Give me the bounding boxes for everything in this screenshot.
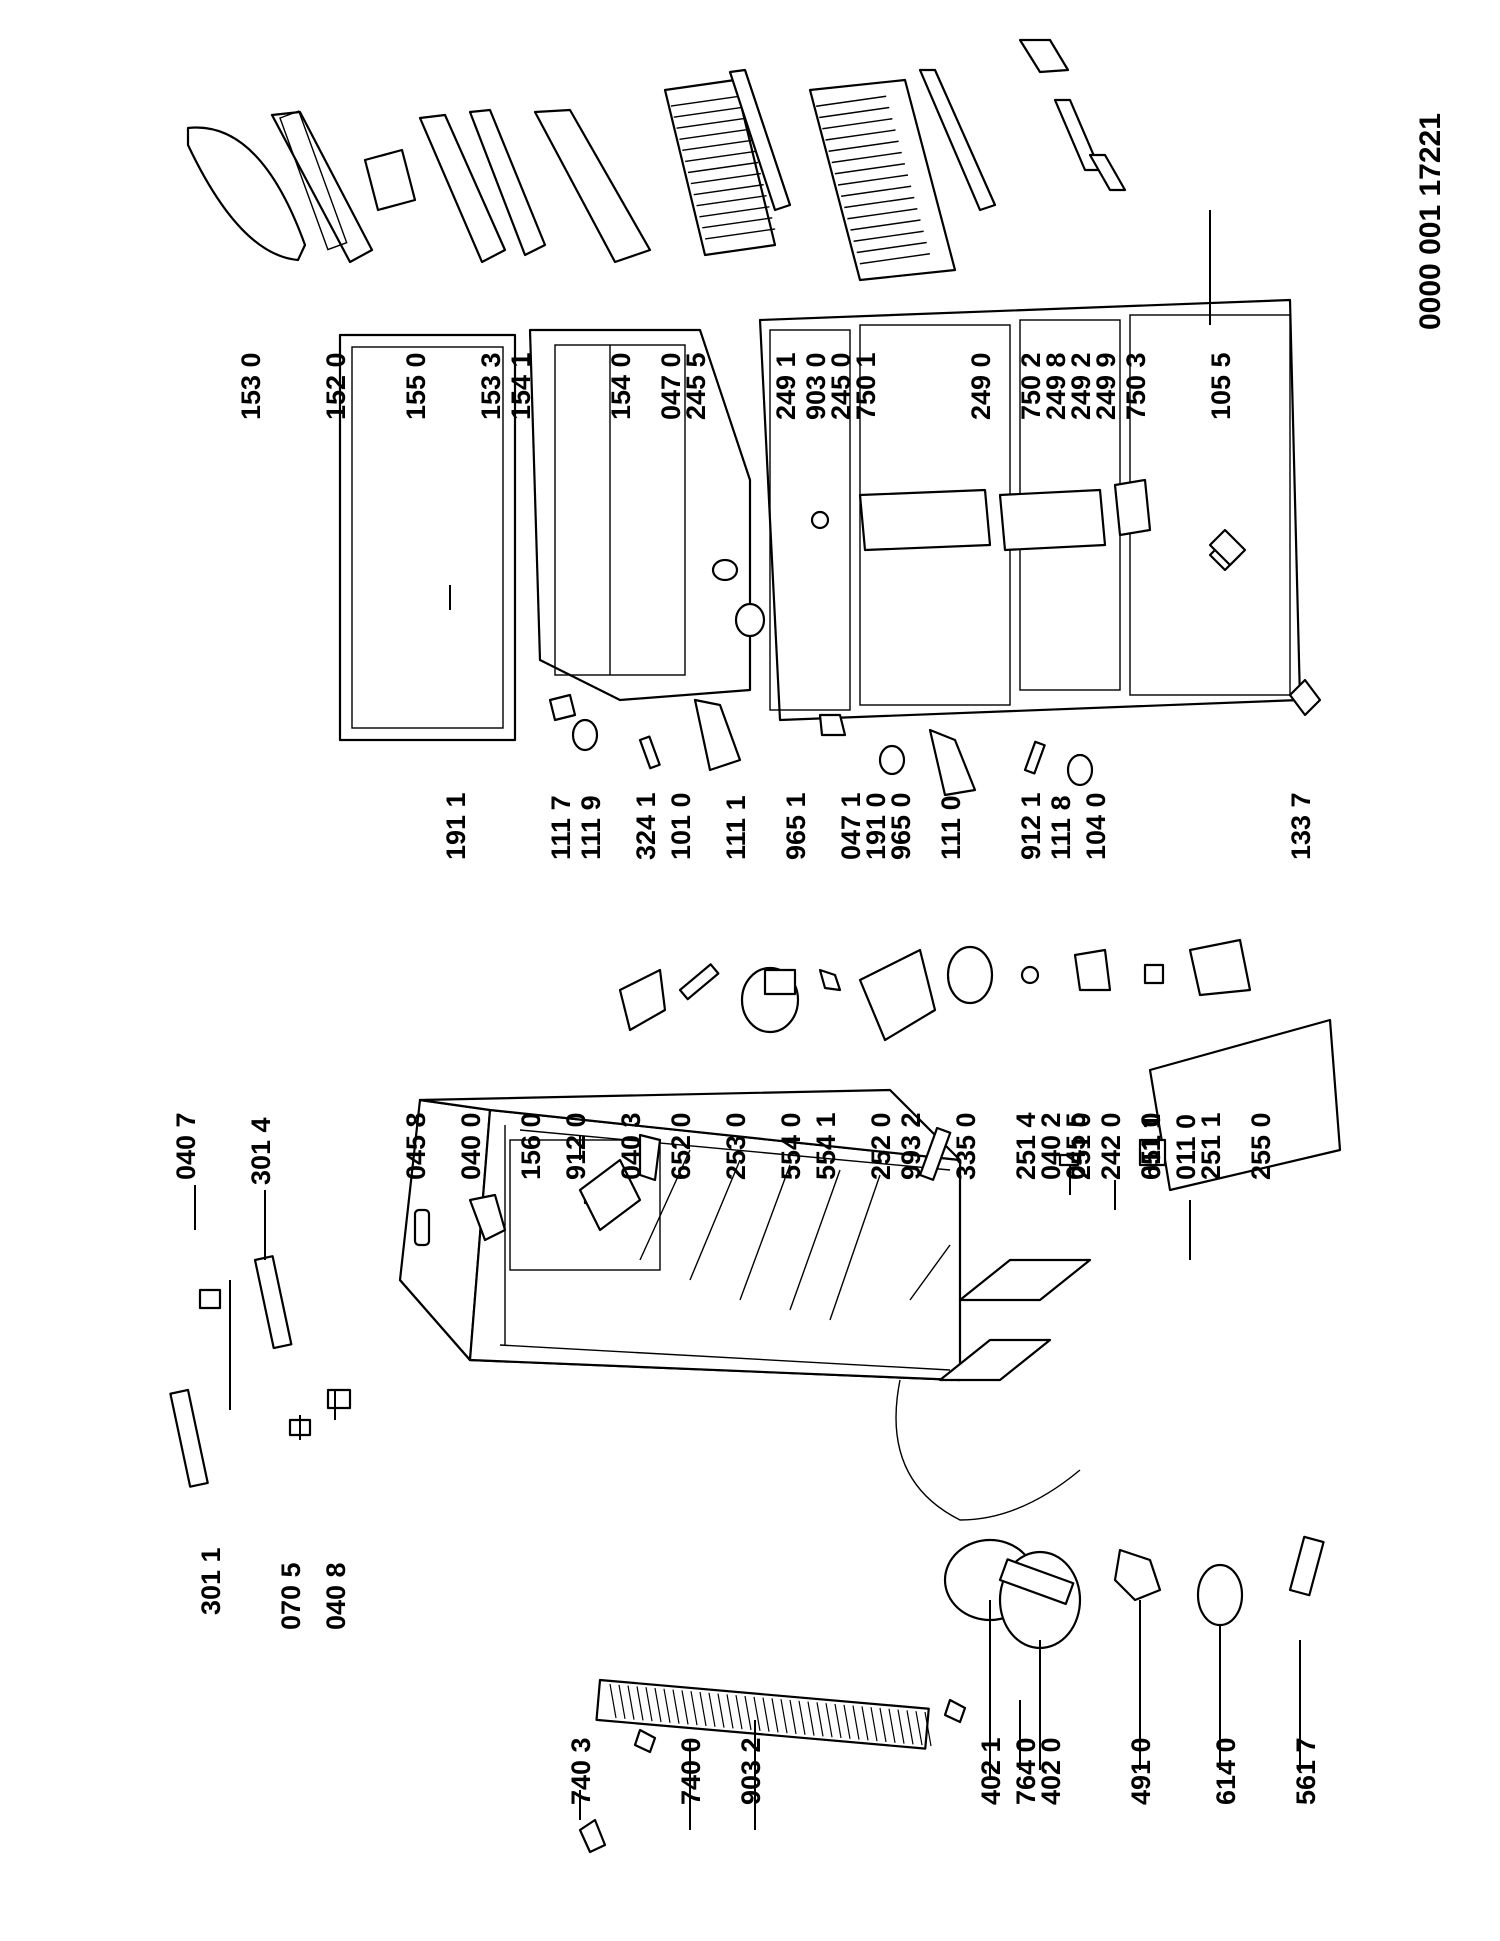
part-label-111-7: 111 7 <box>546 795 576 860</box>
part-label-249-9: 249 9 <box>1091 352 1121 420</box>
part-label-251-4: 251 4 <box>1011 1112 1041 1180</box>
part-label-554-0: 554 0 <box>776 1112 806 1180</box>
part-label-047-0: 047 0 <box>656 352 686 420</box>
part-label-750-1: 750 1 <box>851 352 881 420</box>
part-label-011-1: 011 1 <box>1136 1114 1166 1180</box>
part-label-040-8: 040 8 <box>321 1562 351 1630</box>
part-label-912-0: 912 0 <box>561 1112 591 1180</box>
part-label-191-0: 191 0 <box>861 792 891 860</box>
top-parts <box>169 1255 607 1854</box>
part-label-070-5: 070 5 <box>276 1562 306 1630</box>
leader-lines <box>194 210 1301 1830</box>
part-number-labels: 301 1 070 5 040 8 040 7 301 4 740 3 740 0 903 2… <box>171 352 1321 1805</box>
part-label-255-0: 255 0 <box>1246 1112 1276 1180</box>
part-label-251-0: 251 0 <box>1066 1112 1096 1180</box>
middle-loose-parts <box>413 1018 1342 1301</box>
door-hardware <box>548 538 1322 797</box>
freezer-door-gasket <box>338 333 517 742</box>
compressor-area <box>943 1535 1325 1650</box>
part-label-301-4: 301 4 <box>246 1117 276 1185</box>
part-label-191-1: 191 1 <box>441 792 471 860</box>
part-label-242-0: 242 0 <box>1096 1112 1126 1180</box>
part-label-251-1: 251 1 <box>1196 1112 1226 1180</box>
part-label-155-0: 155 0 <box>401 352 431 420</box>
part-label-402-1: 402 1 <box>976 1737 1006 1805</box>
part-label-101-0: 101 0 <box>666 792 696 860</box>
part-label-154-0: 154 0 <box>606 352 636 420</box>
part-label-903-2: 903 2 <box>736 1737 766 1805</box>
part-label-249-8: 249 8 <box>1041 352 1071 420</box>
part-label-253-0: 253 0 <box>721 1112 751 1180</box>
document-number: 0000 001 17221 <box>1414 113 1447 330</box>
part-label-252-0: 252 0 <box>866 1112 896 1180</box>
part-label-045-5: 045 5 <box>1061 1112 1091 1180</box>
part-label-133-7: 133 7 <box>1286 792 1316 860</box>
part-label-153-3: 153 3 <box>476 352 506 420</box>
part-label-105-5: 105 5 <box>1206 352 1236 420</box>
cabinet-body <box>398 1088 1092 1521</box>
part-label-040-7: 040 7 <box>171 1112 201 1180</box>
part-label-249-2: 249 2 <box>1066 352 1096 420</box>
part-label-652-0: 652 0 <box>666 1112 696 1180</box>
part-label-764-0: 764 0 <box>1011 1737 1041 1805</box>
part-label-040-3: 040 3 <box>616 1112 646 1180</box>
part-label-040-2: 040 2 <box>1036 1112 1066 1180</box>
part-label-111-8: 111 8 <box>1046 795 1076 860</box>
part-label-011-0: 011 0 <box>1171 1114 1201 1180</box>
shelves <box>663 38 1127 282</box>
condenser-grille <box>595 1678 967 1754</box>
part-label-047-1: 047 1 <box>836 792 866 860</box>
part-label-045-8: 045 8 <box>401 1112 431 1180</box>
part-label-402-0: 402 0 <box>1036 1737 1066 1805</box>
part-label-245-5: 245 5 <box>681 352 711 420</box>
part-label-111-1: 111 1 <box>721 795 751 860</box>
part-label-491-0: 491 0 <box>1126 1737 1156 1805</box>
part-label-651-0: 651 0 <box>1136 1112 1166 1180</box>
freezer-door <box>528 328 752 702</box>
part-label-561-7: 561 7 <box>1291 1737 1321 1805</box>
part-label-614-0: 614 0 <box>1211 1737 1241 1805</box>
part-label-740-3: 740 3 <box>566 1737 596 1805</box>
part-label-335-0: 335 0 <box>951 1112 981 1180</box>
thermostat-parts <box>618 938 1252 1042</box>
crisper-parts <box>810 478 1247 567</box>
part-label-750-3: 750 3 <box>1121 352 1151 420</box>
part-label-111-0: 111 0 <box>936 795 966 860</box>
part-label-993-2: 993 2 <box>896 1112 926 1180</box>
part-label-301-1: 301 1 <box>196 1547 226 1615</box>
part-label-912-1: 912 1 <box>1016 792 1046 860</box>
part-label-324-1: 324 1 <box>631 792 661 860</box>
part-label-249-0: 249 0 <box>966 352 996 420</box>
part-label-554-1: 554 1 <box>811 1112 841 1180</box>
part-label-740-0: 740 0 <box>676 1737 706 1805</box>
part-label-249-1: 249 1 <box>771 352 801 420</box>
part-label-154-1: 154 1 <box>506 352 536 420</box>
part-label-965-1: 965 1 <box>781 792 811 860</box>
part-label-111-9: 111 9 <box>576 795 606 860</box>
part-label-903-0: 903 0 <box>801 352 831 420</box>
part-label-156-0: 156 0 <box>516 1112 546 1180</box>
part-label-750-2: 750 2 <box>1016 352 1046 420</box>
part-label-153-0: 153 0 <box>236 352 266 420</box>
door-bins <box>186 108 652 264</box>
part-label-965-0: 965 0 <box>886 792 916 860</box>
part-label-245-0: 245 0 <box>826 352 856 420</box>
part-label-040-0: 040 0 <box>456 1112 486 1180</box>
part-label-152-0: 152 0 <box>321 352 351 420</box>
part-label-104-0: 104 0 <box>1081 792 1111 860</box>
